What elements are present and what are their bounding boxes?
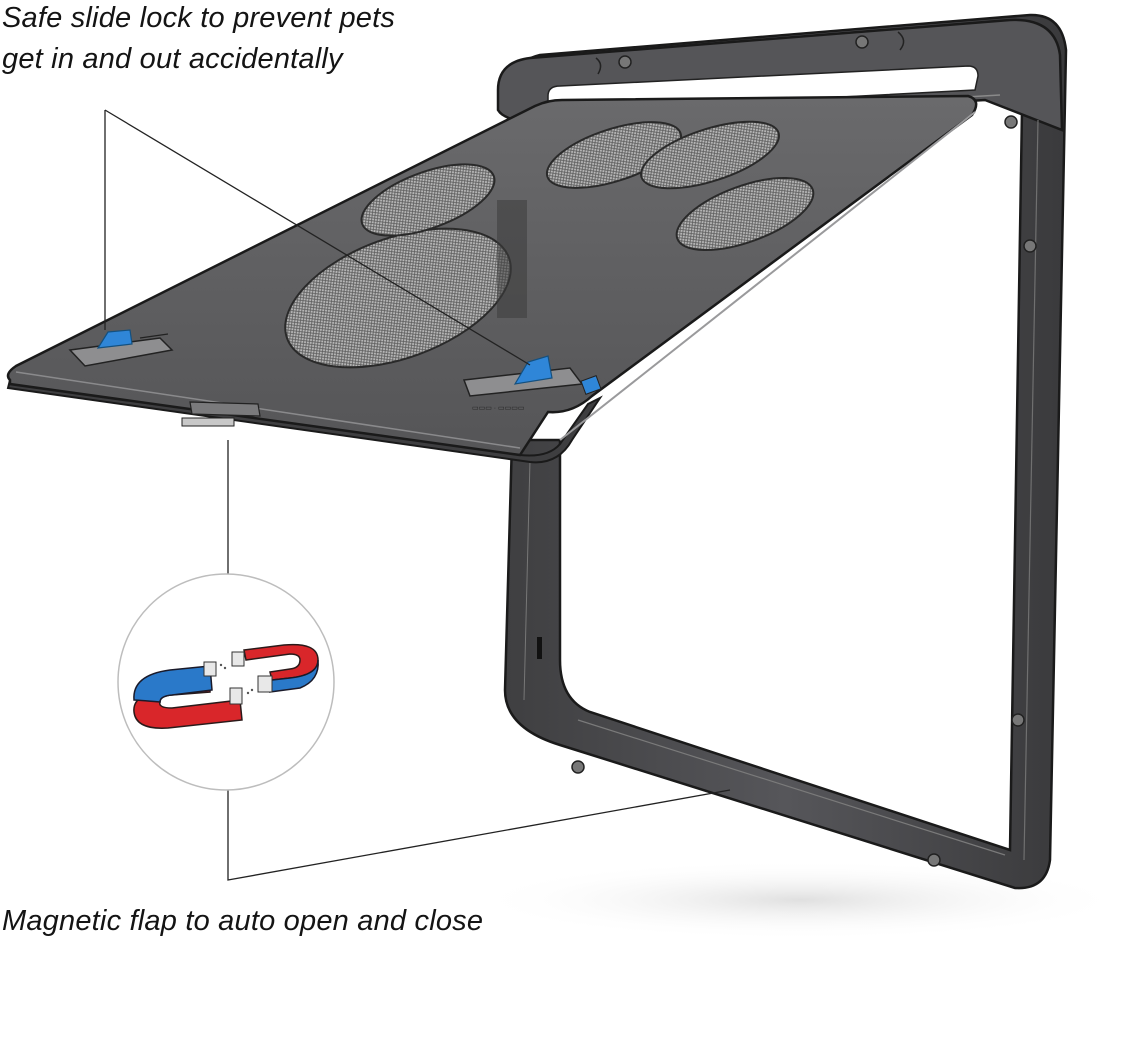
floor-shadow — [470, 860, 1130, 940]
leader-magnet-bottom — [227, 789, 731, 881]
door-flap: ▭▭▭ · ▭▭▭▭ — [6, 94, 978, 464]
lock-open-close-marks: ▭▭▭ · ▭▭▭▭ — [472, 405, 525, 412]
slide-lock-caption-line2: get in and out accidentally — [2, 43, 343, 75]
paw-toe-3 — [640, 120, 780, 190]
magnetic-strip — [181, 401, 261, 427]
lock-slider-blue[interactable] — [96, 329, 133, 349]
magnet-callout — [117, 573, 335, 791]
slide-lock-left[interactable] — [68, 329, 174, 367]
frame-screws — [571, 35, 1037, 867]
paw-toe-1 — [360, 163, 496, 237]
latch-slot — [537, 637, 542, 659]
leader-right-lock — [104, 109, 531, 366]
moon-symbols — [595, 31, 905, 75]
paw-mesh-windows — [284, 120, 815, 369]
hinge-view — [497, 200, 527, 318]
magnetic-flap-caption: Magnetic flap to auto open and close — [2, 905, 484, 937]
paw-toe-2 — [545, 121, 683, 189]
slide-lock-caption-line1: Safe slide lock to prevent pets — [2, 2, 396, 34]
slide-lock-caption: Safe slide lock to prevent pets get in a… — [2, 0, 395, 80]
slide-lock-right[interactable]: ▭▭▭ · ▭▭▭▭ — [462, 355, 602, 412]
paw-toe-4 — [675, 176, 815, 252]
leader-lines — [104, 109, 731, 881]
horseshoe-magnet-icon — [133, 643, 319, 729]
lock-slider-blue[interactable] — [513, 355, 553, 385]
